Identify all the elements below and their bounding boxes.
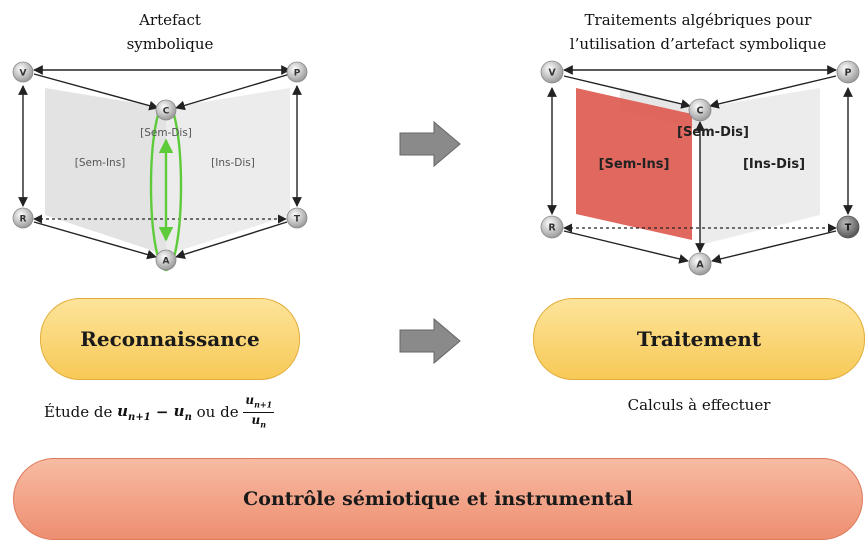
right-label-sem-dis: [Sem-Dis] bbox=[677, 125, 749, 140]
right-title-line1: Traitements algébriques pour bbox=[584, 11, 812, 29]
right-node-c: C bbox=[688, 98, 712, 122]
left-diagram-title: Artefact symbolique bbox=[95, 8, 245, 56]
svg-text:R: R bbox=[20, 215, 27, 225]
recognition-fraction: un+1 un bbox=[243, 393, 275, 429]
recognition-note-middle: ou de bbox=[191, 403, 244, 421]
left-label-sem-ins: [Sem-Ins] bbox=[75, 157, 126, 169]
left-title-line1: Artefact bbox=[139, 11, 201, 29]
treatment-label: Traitement bbox=[636, 327, 762, 351]
svg-text:A: A bbox=[163, 257, 170, 267]
right-node-v: V bbox=[540, 60, 564, 84]
right-node-p: P bbox=[836, 60, 860, 84]
svg-text:R: R bbox=[548, 223, 556, 234]
left-label-ins-dis: [Ins-Dis] bbox=[211, 157, 255, 169]
left-edge-v-c bbox=[33, 73, 159, 111]
svg-text:T: T bbox=[845, 223, 852, 234]
recognition-note: Étude de un+1 − un ou de un+1 un bbox=[44, 390, 314, 434]
right-diagram-title: Traitements algébriques pour l’utilisati… bbox=[528, 8, 867, 56]
right-node-r: R bbox=[540, 215, 564, 239]
left-title-line2: symbolique bbox=[126, 35, 214, 53]
control-label: Contrôle sémiotique et instrumental bbox=[243, 488, 633, 510]
right-edge-t-a bbox=[711, 230, 837, 264]
svg-text:C: C bbox=[163, 107, 170, 117]
left-node-v: V bbox=[12, 61, 34, 83]
left-prism-diagram: V P C R T A [Sem-Dis] [Sem-Ins] [Ins-Dis… bbox=[12, 61, 308, 272]
right-label-ins-dis: [Ins-Dis] bbox=[743, 157, 805, 172]
recognition-label: Reconnaissance bbox=[80, 327, 260, 351]
right-prism-diagram: V P C R T A [Sem-Dis] [Sem-Ins] [Ins-Dis… bbox=[540, 60, 860, 276]
left-node-p: P bbox=[286, 61, 308, 83]
recognition-minus: − bbox=[150, 403, 174, 421]
left-face-sem-ins bbox=[45, 88, 166, 255]
left-node-t: T bbox=[286, 207, 308, 229]
right-node-a: A bbox=[688, 252, 712, 276]
recognition-note-prefix: Étude de bbox=[44, 403, 118, 421]
left-edge-t-a bbox=[175, 221, 288, 260]
left-label-sem-dis: [Sem-Dis] bbox=[140, 127, 192, 139]
svg-text:C: C bbox=[697, 106, 704, 117]
recognition-expr-a: un+1 bbox=[117, 401, 151, 423]
svg-text:T: T bbox=[294, 215, 301, 225]
left-node-r: R bbox=[12, 207, 34, 229]
treatment-note: Calculs à effectuer bbox=[627, 396, 771, 414]
svg-text:V: V bbox=[548, 68, 556, 79]
right-face-ins-dis bbox=[700, 88, 820, 245]
left-node-a: A bbox=[155, 249, 177, 271]
control-pill: Contrôle sémiotique et instrumental bbox=[13, 458, 863, 540]
right-title-line2: l’utilisation d’artefact symbolique bbox=[569, 35, 827, 53]
svg-text:P: P bbox=[294, 69, 301, 79]
left-edge-r-a bbox=[33, 221, 157, 260]
right-edge-p-c bbox=[709, 75, 837, 109]
treatment-pill: Traitement bbox=[533, 298, 865, 380]
left-node-c: C bbox=[155, 99, 177, 121]
svg-text:V: V bbox=[20, 69, 27, 79]
right-label-sem-ins: [Sem-Ins] bbox=[599, 157, 670, 172]
svg-text:A: A bbox=[696, 260, 704, 271]
svg-text:P: P bbox=[845, 68, 852, 79]
right-edge-r-a bbox=[563, 230, 689, 264]
right-face-sem-ins bbox=[576, 88, 692, 240]
left-edge-p-c bbox=[175, 73, 291, 111]
right-node-t: T bbox=[836, 215, 860, 239]
left-face-ins-dis bbox=[166, 88, 290, 255]
right-edge-v-c bbox=[563, 75, 691, 109]
recognition-expr-b: un bbox=[173, 401, 192, 423]
process-arrow-bottom bbox=[399, 317, 461, 365]
recognition-pill: Reconnaissance bbox=[40, 298, 300, 380]
process-arrow-top bbox=[399, 120, 461, 168]
